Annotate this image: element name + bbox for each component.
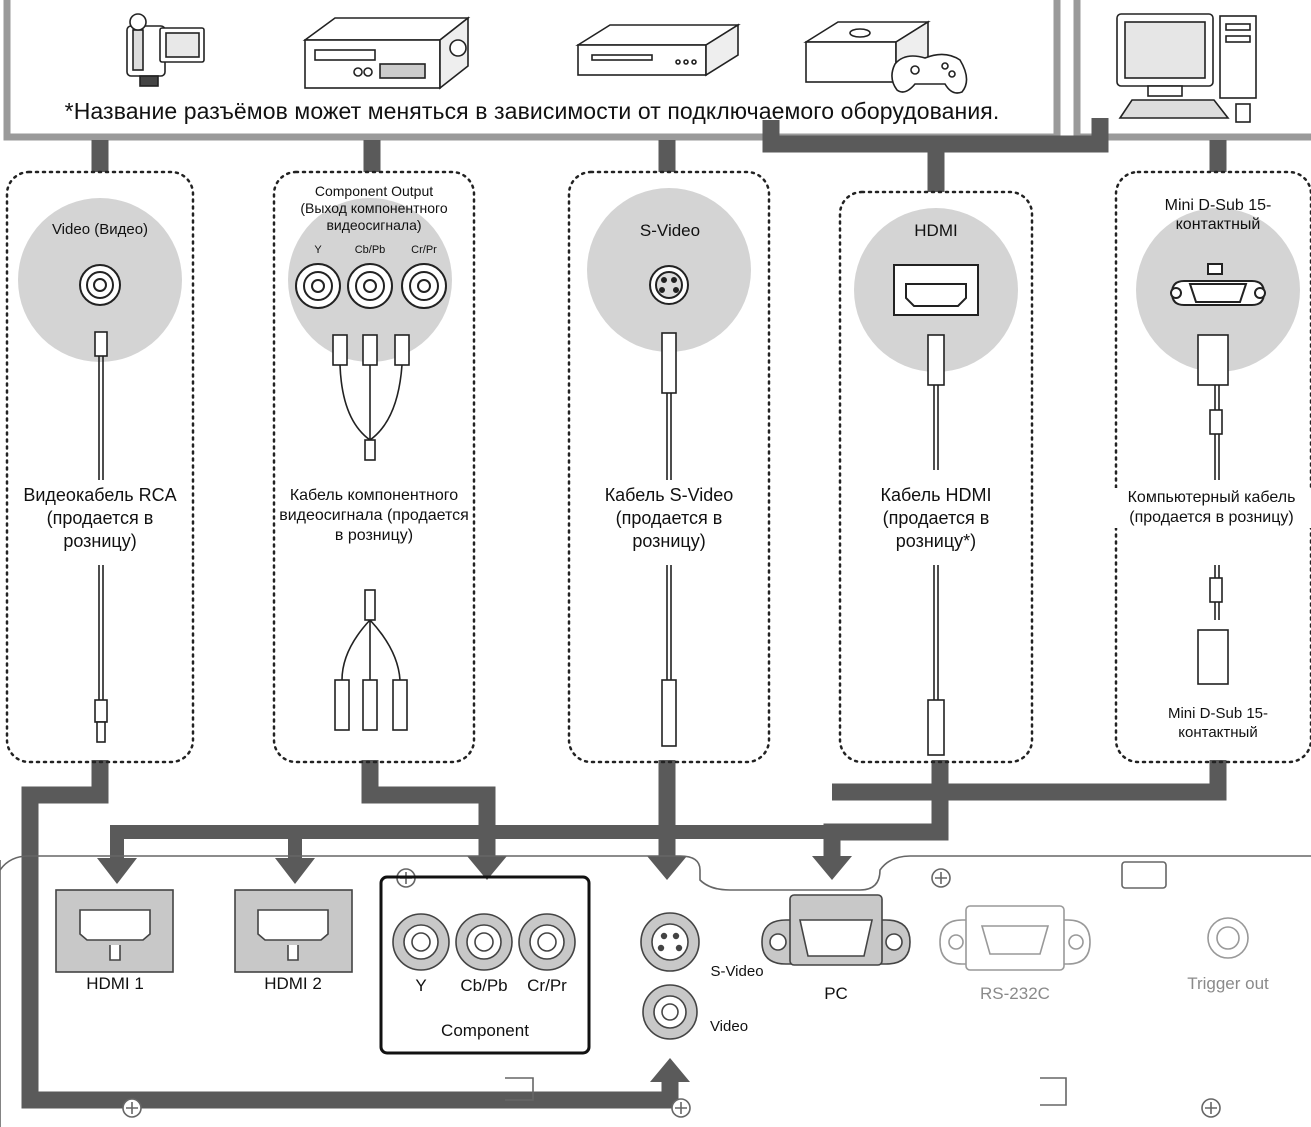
component-port-label-1: Component Output: [314, 183, 434, 199]
projector-body: [0, 855, 1311, 1127]
comp-cb-label: Cb/Pb: [460, 976, 508, 995]
camcorder-icon: [126, 13, 205, 87]
pc-port[interactable]: [761, 894, 911, 966]
component-pin-y: Y: [314, 244, 322, 256]
hdmi-port-label: HDMI: [914, 221, 958, 240]
svideo-port-icon: [649, 265, 689, 305]
trigger-out-label: Trigger out: [1187, 974, 1269, 993]
component-group-frame: [379, 875, 591, 1055]
comp-cr-label: Cr/Pr: [527, 976, 567, 995]
video-jack-label: Video: [709, 1018, 749, 1035]
hdmi1-port[interactable]: [55, 889, 174, 973]
arrowheads: [97, 856, 852, 1082]
component-ports[interactable]: [392, 913, 576, 971]
svideo-cable-label: Кабель S-Video (продается в розницу): [578, 484, 760, 553]
desktop-computer-icon: [1116, 13, 1257, 123]
component-port-label-2: (Выход компонентного: [300, 200, 448, 216]
vga-port-icon: [1170, 263, 1266, 306]
rs232c-port: [939, 905, 1091, 971]
hdmi2-label: HDMI 2: [264, 974, 322, 993]
hdmi1-label: HDMI 1: [86, 974, 144, 993]
trigger-out-port: [1207, 917, 1249, 959]
devices-frame: [3, 0, 1061, 141]
rs232c-jack-label: RS-232C: [980, 984, 1050, 1003]
computer-cable-label: Компьютерный кабель (продается в розницу…: [1112, 488, 1311, 528]
dvd-player-icon: [575, 23, 741, 77]
vcr-icon: [302, 16, 471, 90]
cables: [94, 331, 1229, 756]
svideo-video-ports[interactable]: [640, 912, 700, 1040]
component-pin-cb: Cb/Pb: [354, 244, 386, 256]
video-port-label: Video (Видео): [51, 221, 149, 238]
comp-y-label: Y: [415, 976, 427, 995]
component-pin-cr: Cr/Pr: [411, 244, 437, 256]
vga-port-label: Mini D-Sub 15-контактный: [1164, 197, 1272, 233]
component-port-icon: [295, 263, 447, 309]
rca-cable-label: Видеокабель RCA (продается в розницу): [9, 484, 191, 553]
component-cable-label: Кабель компонентного видеосигнала (прода…: [276, 486, 472, 546]
hdmi-port-icon: [893, 264, 979, 316]
hdmi2-port[interactable]: [234, 889, 353, 973]
component-label: Component: [441, 1021, 529, 1040]
panel-borders: [5, 170, 1311, 764]
svideo-jack-label: S-Video: [710, 963, 764, 980]
component-port-label-3: видеосигнала): [326, 217, 422, 233]
rca-port-icon: [79, 264, 121, 306]
game-console-icon: [803, 20, 968, 94]
hdmi-cable-label: Кабель HDMI (продается в розницу*): [850, 484, 1022, 553]
vga-cable-end-label: Mini D-Sub 15-контактный: [1167, 705, 1269, 741]
svideo-port-label: S-Video: [639, 221, 701, 240]
pc-jack-label: PC: [824, 984, 848, 1003]
connector-name-note: *Название разъёмов может меняться в зави…: [64, 98, 1000, 124]
